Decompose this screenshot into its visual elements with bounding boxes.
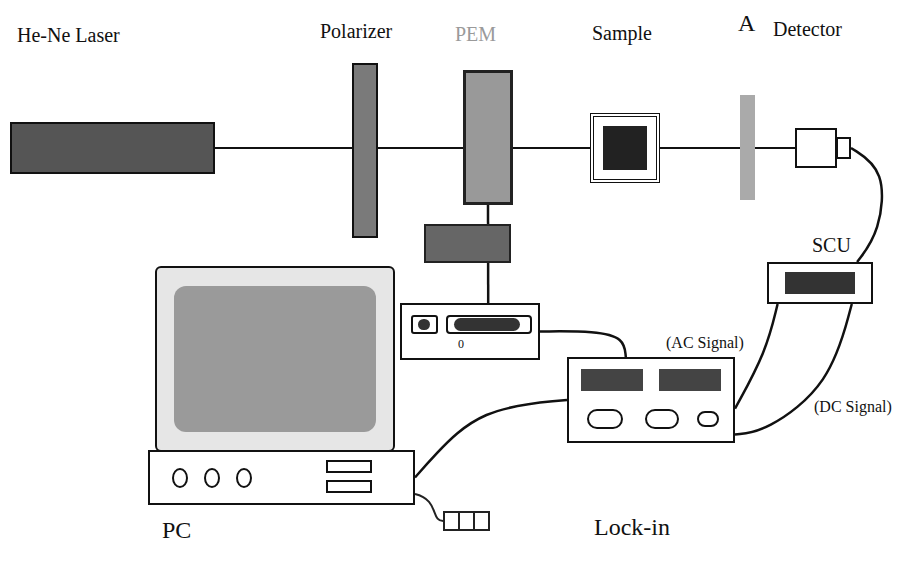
- device-detail: [174, 286, 376, 432]
- component-label: Lock-in: [594, 514, 670, 542]
- polarizer-plate: Polarizer: [352, 63, 378, 238]
- keyboard-cable: [415, 494, 444, 521]
- lock-in-amplifier: Lock-in: [567, 357, 735, 443]
- device-detail: [587, 409, 623, 429]
- sample-holder: Sample: [590, 113, 660, 183]
- device-detail: [236, 468, 252, 488]
- component-label: PC: [162, 517, 191, 545]
- device-detail: [645, 409, 679, 429]
- keyboard-divider: [473, 512, 475, 530]
- component-label: Detector: [773, 18, 842, 41]
- component-label: Sample: [592, 22, 652, 45]
- component-label: He-Ne Laser: [17, 24, 120, 47]
- laser-beam: [378, 147, 463, 149]
- pem-driver-head: [425, 225, 510, 262]
- device-detail: [326, 480, 372, 493]
- pem-box: PEM: [463, 70, 513, 205]
- pc-base: PC: [148, 450, 415, 505]
- signal-label: (AC Signal): [664, 334, 746, 352]
- signal-label: (DC Signal): [812, 398, 894, 416]
- device-detail: [204, 468, 220, 488]
- component-label: SCU: [812, 234, 851, 257]
- component-label: Polarizer: [320, 20, 392, 43]
- signal-cable: [540, 331, 626, 357]
- analyzer-plate: A: [740, 95, 755, 200]
- laser-box: He-Ne Laser: [10, 122, 215, 174]
- device-detail: [454, 318, 520, 331]
- pem-controller: 0: [400, 303, 540, 360]
- component-label: PEM: [455, 23, 496, 46]
- device-detail: [603, 126, 647, 170]
- laser-beam: [215, 147, 352, 149]
- component-label: 0: [458, 338, 464, 352]
- device-detail: [836, 137, 851, 159]
- device-detail: [659, 369, 721, 391]
- laser-beam: [660, 147, 740, 149]
- device-detail: [172, 468, 188, 488]
- device-detail: [785, 272, 855, 294]
- device-detail: [697, 411, 719, 427]
- device-detail: [581, 369, 643, 391]
- component-label: A: [738, 10, 755, 38]
- scu-box: SCU: [767, 262, 873, 304]
- device-detail: [795, 128, 837, 168]
- device-detail: [418, 319, 430, 330]
- laser-beam: [755, 147, 795, 149]
- signal-cable: [415, 400, 567, 478]
- signal-cable: [851, 148, 882, 262]
- keyboard-divider: [458, 512, 460, 530]
- detector: Detector: [795, 128, 851, 168]
- keyboard-symbol: [444, 512, 489, 530]
- laser-beam: [513, 147, 590, 149]
- signal-cable: [735, 304, 778, 409]
- device-detail: [326, 460, 372, 473]
